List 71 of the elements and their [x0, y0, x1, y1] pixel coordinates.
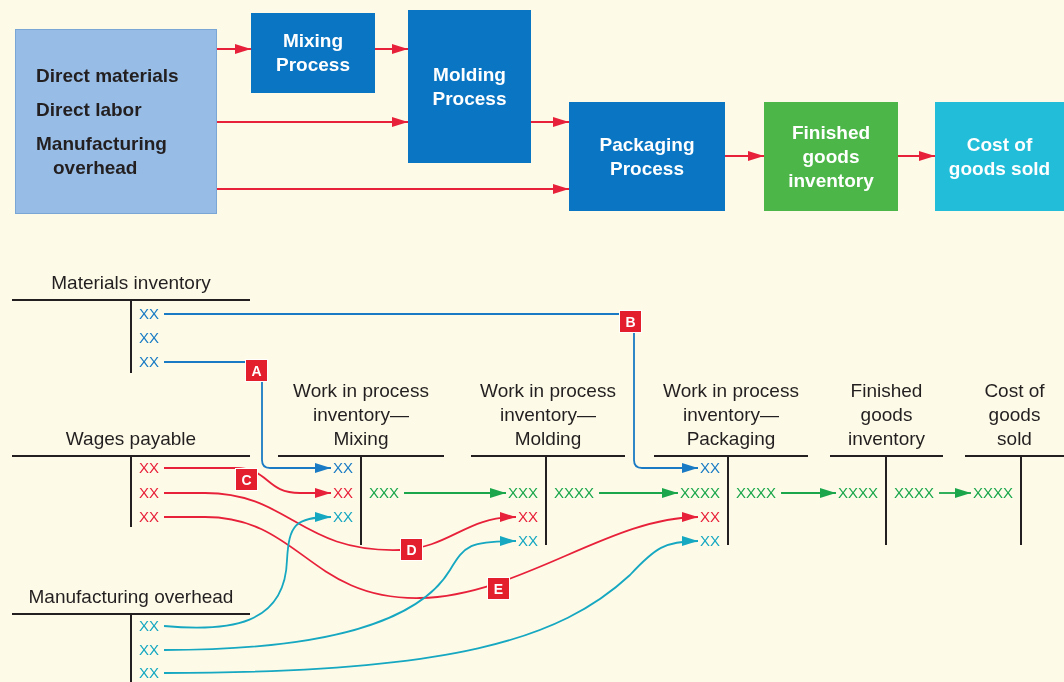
arrow [163, 467, 332, 498]
arrow [163, 512, 332, 629]
box-label: Molding Process [431, 62, 508, 111]
cost-item-text: Direct materials [36, 64, 179, 88]
arrow [938, 488, 972, 498]
box-label: Packaging Process [598, 132, 696, 181]
entry-amount: XX [139, 484, 159, 502]
entry-amount: XX [139, 664, 159, 682]
entry-amount: XX [518, 532, 538, 550]
arrow [897, 151, 936, 161]
entry-amount: XX [333, 484, 353, 502]
process-box [251, 13, 375, 93]
entry-amount: XX [700, 508, 720, 526]
arrow [403, 488, 507, 498]
entry-amount: XXX [369, 484, 399, 502]
entry-amount: XX [139, 353, 159, 371]
entry-amount: XXXX [972, 484, 1013, 502]
process-box [569, 102, 725, 211]
box-label: Mixing Process [275, 29, 351, 77]
account-title: Work in process inventory—Packaging [662, 379, 800, 451]
arrow [216, 44, 252, 54]
account-title: Cost of goods sold [983, 379, 1046, 451]
entry-amount: XXX [508, 484, 538, 502]
account-title: Work in process inventory—Mixing [292, 379, 430, 451]
edge-label: E [487, 577, 510, 600]
entry-amount: XX [700, 532, 720, 550]
arrow [724, 151, 765, 161]
arrow [163, 513, 699, 599]
arrow [216, 117, 409, 127]
entry-amount: XXXX [837, 484, 878, 502]
arrow [530, 117, 570, 127]
entry-amount: XX [139, 329, 159, 347]
box-label: Finished goods inventory [787, 120, 875, 193]
entry-amount: XXXX [554, 484, 595, 502]
process-box [764, 102, 898, 211]
entry-amount: XX [333, 459, 353, 477]
process-box [935, 102, 1064, 211]
entry-amount: XXXX [679, 484, 720, 502]
edge-label: A [245, 359, 268, 382]
account-title: Materials inventory [51, 271, 211, 295]
entry-amount: XX [139, 508, 159, 526]
account-title: Manufacturing overhead [28, 585, 234, 609]
entry-amount: XX [700, 459, 720, 477]
edge-label: D [400, 538, 423, 561]
edge-label: B [619, 310, 642, 333]
arrow [163, 536, 699, 674]
entry-amount: XX [518, 508, 538, 526]
arrow [598, 488, 679, 498]
arrow [216, 184, 570, 194]
cost-item-text: Manufacturing overhead [36, 132, 168, 180]
process-box [408, 10, 531, 163]
entry-amount: XXXX [894, 484, 935, 502]
entry-amount: XX [333, 508, 353, 526]
cost-item-text: Direct labor [36, 98, 142, 122]
arrow [163, 313, 699, 473]
box-label: Cost of goods sold [947, 132, 1052, 181]
account-title: Finished goods inventory [846, 379, 927, 451]
entry-amount: XX [139, 641, 159, 659]
entry-amount: XX [139, 617, 159, 635]
arrow [163, 361, 332, 473]
edge-label: C [235, 468, 258, 491]
entry-amount: XX [139, 305, 159, 323]
cost-input-box [15, 29, 217, 214]
arrow [163, 536, 517, 651]
arrow [780, 488, 837, 498]
arrow [163, 492, 517, 551]
account-title: Work in process inventory—Molding [479, 379, 617, 451]
account-title: Wages payable [65, 427, 197, 451]
arrow [374, 44, 409, 54]
entry-amount: XXXX [736, 484, 777, 502]
entry-amount: XX [139, 459, 159, 477]
